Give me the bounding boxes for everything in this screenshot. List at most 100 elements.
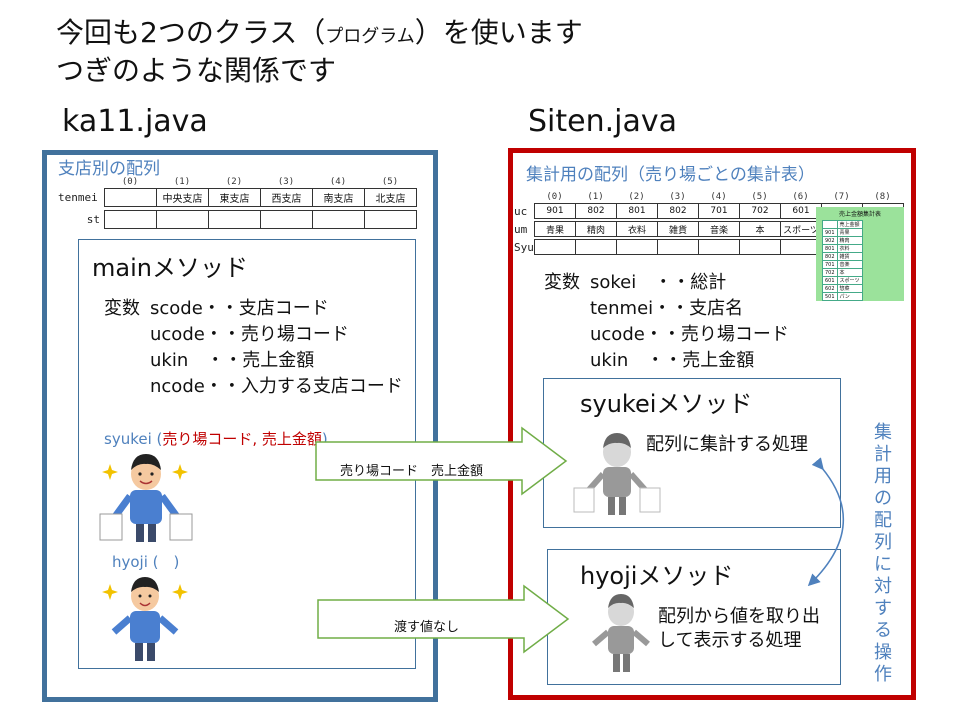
um-label: um (514, 222, 528, 236)
vertical-char-0: 集 (874, 422, 892, 443)
legend-code-2: 801 (822, 244, 838, 253)
syu-cell-0 (534, 239, 576, 255)
vertical-operation-label: 集計用の配列に対する操作 (872, 422, 894, 686)
st-cell-2 (208, 210, 261, 229)
left-index-2: (2) (225, 177, 243, 187)
legend-title: 売上金額集計表 (838, 211, 881, 218)
siten-var-prefix-0: 変数 (544, 272, 580, 293)
right-index-4: (4) (710, 192, 727, 202)
legend-code-1: 902 (822, 236, 838, 245)
arrow-syukei-label: 売り場コード 売上金額 (340, 464, 484, 479)
right-file-name: Siten.java (528, 104, 678, 139)
person-gray-icon (592, 594, 650, 672)
vertical-char-2: 用 (874, 466, 892, 487)
syu-cell-3 (657, 239, 699, 255)
st-cell-3 (260, 210, 313, 229)
vertical-char-10: 操 (874, 642, 892, 663)
slide-title-line1: 今回も2つのクラス（プログラム）を使います (56, 14, 583, 56)
arrow-syukei-call (315, 426, 568, 496)
left-file-name: ka11.java (62, 104, 208, 139)
legend-code-3: 802 (822, 252, 838, 261)
left-index-4: (4) (329, 177, 347, 187)
tenmei-cell-1: 中央支店 (156, 188, 209, 207)
main-var-text-1: ucode・・売り場コード (150, 324, 349, 345)
hyoji-description-line2: して表示する処理 (658, 630, 802, 651)
syukei-call-close: ) (321, 430, 328, 448)
syu-cell-2 (616, 239, 658, 255)
legend-name-1: 精肉 (836, 236, 863, 245)
legend-code-8: 501 (822, 292, 838, 301)
uc-label: uc (514, 204, 528, 218)
legend-header-blank (822, 220, 838, 229)
siten-var-text-1: tenmei・・支店名 (590, 298, 744, 319)
vertical-char-1: 計 (874, 444, 892, 465)
um-cell-2: 衣料 (616, 221, 658, 237)
arrow-hyoji-label: 渡す値なし (394, 620, 460, 635)
title-part-small: プログラム (325, 26, 415, 47)
tenmei-cell-2: 東支店 (208, 188, 261, 207)
syu-label: Syu (514, 240, 534, 254)
um-cell-0: 青果 (534, 221, 576, 237)
uc-cell-3: 802 (657, 203, 699, 219)
right-index-7: (7) (833, 192, 850, 202)
main-var-text-2: ukin ・・売上金額 (150, 350, 315, 371)
main-var-2: ukin ・・売上金額 (104, 348, 403, 374)
legend-code-0: 901 (822, 228, 838, 237)
main-method-name: mainメソッド (92, 254, 248, 282)
um-cell-1: 精肉 (575, 221, 617, 237)
vertical-char-6: に (874, 554, 892, 575)
left-index-5: (5) (381, 177, 399, 187)
hyoji-description-line1: 配列から値を取り出 (658, 606, 820, 627)
left-array: (0)(1)(2)(3)(4)(5) tenmei 中央支店東支店西支店南支店北… (58, 177, 417, 229)
tenmei-cell-5: 北支店 (364, 188, 417, 207)
hyoji-method-name: hyojiメソッド (580, 562, 734, 590)
st-cell-1 (156, 210, 209, 229)
title-part-a: 今回も2つのクラス（ (56, 16, 326, 49)
st-cell-4 (312, 210, 365, 229)
vertical-char-4: 配 (874, 510, 892, 531)
legend-name-4: 音楽 (836, 260, 863, 269)
right-index-8: (8) (874, 192, 891, 202)
left-array-indices: (0)(1)(2)(3)(4)(5) (104, 177, 417, 187)
ka11-class-box (42, 150, 438, 702)
siten-var-1: tenmei・・支店名 (544, 296, 789, 322)
syukei-description: 配列に集計する処理 (646, 434, 808, 455)
syukei-call: syukei (売り場コード, 売上金額) (104, 428, 328, 449)
vertical-char-9: る (874, 620, 892, 641)
main-var-text-3: ncode・・入力する支店コード (150, 376, 403, 397)
um-cell-3: 雑貨 (657, 221, 699, 237)
syu-cell-1 (575, 239, 617, 255)
operation-double-arrow (807, 457, 845, 587)
siten-var-3: ukin ・・売上金額 (544, 348, 789, 374)
vertical-char-11: 作 (874, 664, 892, 685)
person-icon (102, 577, 188, 661)
syukei-call-args: 売り場コード, 売上金額 (162, 430, 322, 448)
left-index-0: (0) (121, 177, 139, 187)
st-cell-0 (104, 210, 157, 229)
st-cell-5 (364, 210, 417, 229)
um-cell-5: 本 (739, 221, 781, 237)
syu-cell-5 (739, 239, 781, 255)
legend-name-8: パン (836, 292, 863, 301)
vertical-char-8: す (874, 598, 892, 619)
main-var-prefix-0: 変数 (104, 298, 140, 319)
uc-cell-2: 801 (616, 203, 658, 219)
left-index-1: (1) (173, 177, 191, 187)
um-cell-4: 音楽 (698, 221, 740, 237)
right-index-6: (6) (792, 192, 809, 202)
right-index-1: (1) (587, 192, 604, 202)
arrow-hyoji-call (317, 584, 570, 654)
tenmei-label: tenmei (58, 191, 98, 204)
siten-var-2: ucode・・売り場コード (544, 322, 789, 348)
tenmei-cell-0 (104, 188, 157, 207)
